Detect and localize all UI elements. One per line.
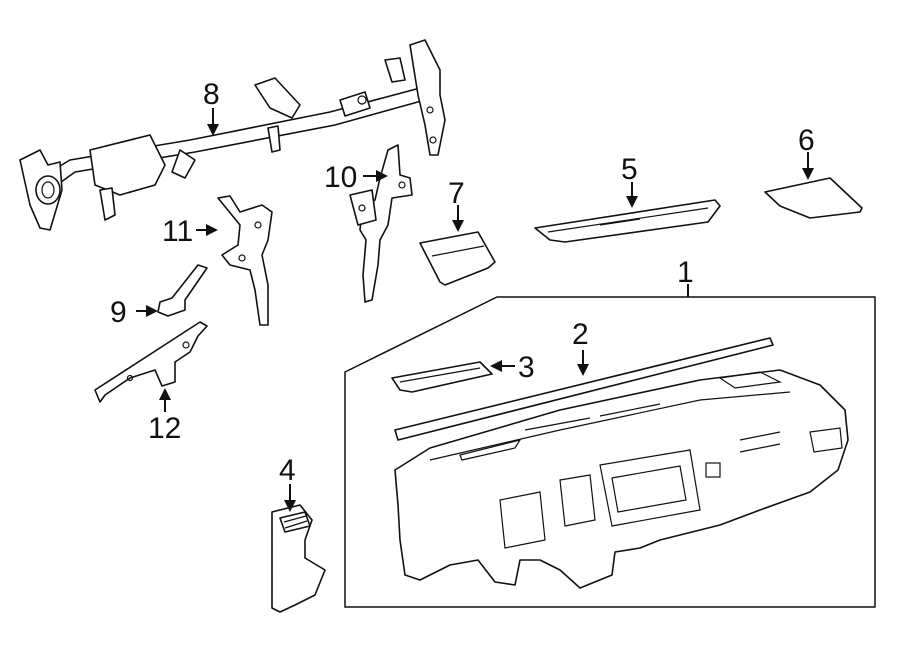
part-1-instrument-panel xyxy=(394,369,849,589)
callout-4: 4 xyxy=(279,454,296,487)
part-8-crosscar-beam xyxy=(19,39,446,231)
leader-lines xyxy=(136,108,814,512)
callout-9: 9 xyxy=(110,296,127,329)
part-6-cover xyxy=(764,177,863,219)
callout-2: 2 xyxy=(572,318,589,351)
callout-1: 1 xyxy=(677,256,694,289)
callout-11: 11 xyxy=(162,215,193,248)
callout-3: 3 xyxy=(518,351,535,384)
callout-5: 5 xyxy=(621,153,638,186)
part-7-compartment xyxy=(419,231,496,286)
part-10-bracket xyxy=(349,144,413,303)
part-5-trim-panel xyxy=(534,199,721,243)
callout-10: 10 xyxy=(324,161,357,194)
part-4-side-panel xyxy=(271,504,326,613)
callout-6: 6 xyxy=(798,124,815,157)
callout-7: 7 xyxy=(448,177,465,210)
part-12-bracket xyxy=(94,321,208,403)
part-2-top-strip xyxy=(394,337,774,441)
callout-12: 12 xyxy=(148,412,181,445)
callout-8: 8 xyxy=(203,78,220,111)
part-9-bracket xyxy=(157,264,208,317)
part-3-vent xyxy=(391,361,493,393)
part-1-assembly-box xyxy=(344,284,876,608)
part-11-bracket xyxy=(217,195,273,326)
